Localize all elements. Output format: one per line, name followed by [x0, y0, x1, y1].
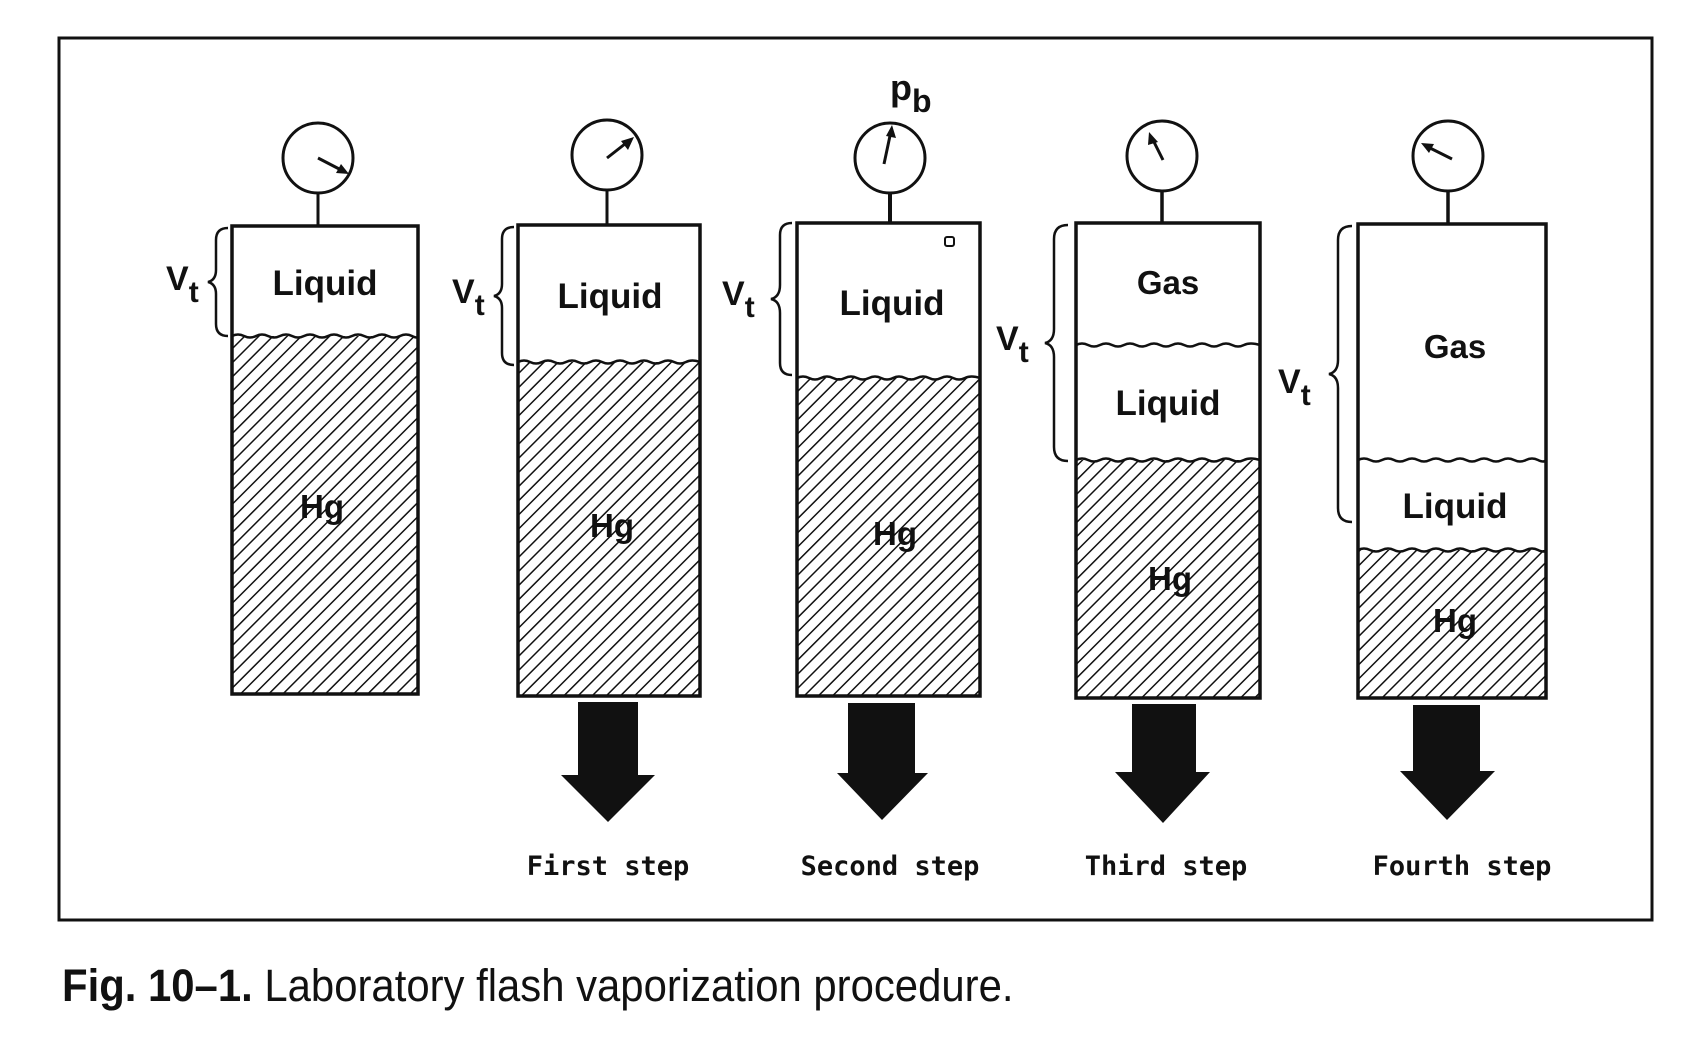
withdraw-arrow-icon — [561, 702, 655, 822]
pressure-gauge-icon — [1411, 119, 1485, 224]
mercury-region — [518, 362, 700, 696]
phase-label: Hg — [1148, 560, 1192, 597]
mercury-region — [1358, 550, 1546, 698]
withdraw-arrow-icon — [837, 703, 928, 820]
pressure-gauge-icon — [281, 121, 355, 226]
cell-tube — [795, 221, 982, 698]
withdraw-arrow-icon — [1400, 705, 1495, 820]
vt-brace — [1044, 223, 1069, 463]
phase-label: Liquid — [273, 264, 378, 303]
step-label: Fourth step — [1373, 851, 1552, 882]
mercury-region — [232, 336, 418, 694]
phase-label: Gas — [1137, 264, 1199, 301]
withdraw-arrow-icon — [1115, 704, 1210, 823]
vt-brace — [1328, 224, 1353, 524]
gas-bubble — [944, 236, 955, 247]
cell-first: Vt Liquid Hg First step — [452, 118, 702, 882]
vt-label: Vt — [166, 260, 199, 309]
cell-second: pb Vt Liquid Hg Second step — [722, 67, 982, 882]
pressure-gauge-icon — [1125, 119, 1199, 223]
phase-label: Hg — [590, 507, 634, 544]
step-label: Second step — [801, 851, 980, 882]
cell-third: Vt Gas Liquid Hg Third step — [996, 119, 1262, 882]
vt-brace — [770, 221, 793, 377]
phase-label: Hg — [873, 515, 917, 552]
vt-brace — [207, 226, 229, 338]
cell-fourth: Vt Gas Liquid Hg Fourth step — [1278, 119, 1552, 882]
bubble-point-pressure-label: pb — [890, 67, 932, 119]
pressure-gauge-icon — [570, 118, 644, 225]
figure-caption: Fig. 10–1. Laboratory flash vaporization… — [62, 960, 1013, 1012]
phase-label: Liquid — [558, 277, 663, 316]
figure-frame — [57, 36, 1654, 922]
phase-label: Gas — [1424, 328, 1486, 365]
vt-label: Vt — [452, 273, 485, 322]
caption-text: Laboratory flash vaporization procedure. — [264, 960, 1014, 1011]
cell-initial: Vt Liquid Hg — [166, 121, 420, 696]
cell-tube — [230, 224, 420, 696]
cell-tube — [1356, 222, 1548, 700]
vt-brace — [493, 225, 515, 367]
phase-label: Liquid — [840, 284, 945, 323]
pressure-gauge-icon — [853, 121, 927, 223]
step-label: Third step — [1085, 851, 1248, 882]
phase-label: Liquid — [1403, 487, 1508, 526]
vt-label: Vt — [996, 320, 1029, 369]
vt-label: Vt — [1278, 363, 1311, 412]
mercury-region — [797, 378, 980, 696]
vt-label: Vt — [722, 275, 755, 324]
step-label: First step — [527, 851, 690, 882]
cell-tube — [516, 223, 702, 698]
cell-tube — [1074, 221, 1262, 700]
phase-label: Hg — [300, 488, 344, 525]
phase-label: Liquid — [1116, 384, 1221, 423]
caption-number: Fig. 10–1. — [62, 960, 253, 1011]
mercury-region — [1076, 460, 1260, 698]
phase-label: Hg — [1433, 602, 1477, 639]
